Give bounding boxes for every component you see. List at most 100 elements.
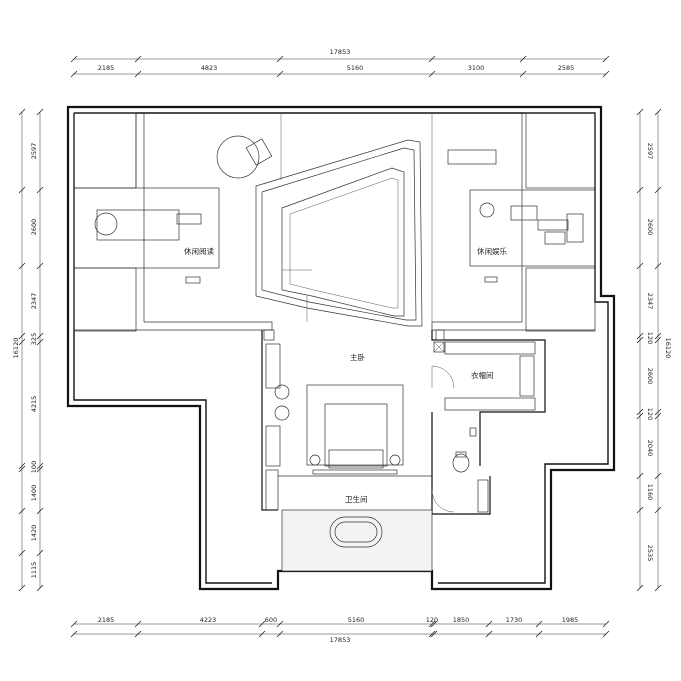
right-dim-1: 2597 [646,143,654,160]
right-dim-7: 2040 [646,440,654,457]
dim-tick [654,408,662,416]
dim-tick [636,108,644,116]
entertainment-platform [469,189,596,267]
stool [479,202,495,218]
top-dimensions: 17853 2185 4823 5160 3100 2585 [70,48,610,78]
bed-end [328,449,384,469]
room-label-bathroom: 卫生间 [345,494,368,504]
bottom-dim-8: 1985 [562,616,579,624]
dim-tick [535,630,543,638]
right-dim-9: 2535 [646,545,654,562]
upper-hall [74,113,595,331]
dim-tick [654,472,662,480]
round-table [216,135,260,179]
dim-tick [654,506,662,514]
dim-tick [636,336,644,344]
doors [263,329,455,513]
central-feature [255,139,423,327]
dim-tick [36,332,44,340]
outer-wall [66,105,616,591]
dim-tick [636,472,644,480]
left-dim-9: 1115 [30,562,38,579]
dim-tick [18,465,26,473]
closet-rail-top [444,341,536,355]
inner-wall-left [73,113,272,584]
dim-tick [36,262,44,270]
bottom-total-dim: 17853 [330,636,351,644]
bed [324,403,388,467]
dim-tick [636,412,644,420]
column-block-left [263,329,275,341]
lamp-left-2 [274,405,290,421]
top-dim-2: 4823 [201,64,218,72]
left-dim-4: 325 [30,333,38,345]
dim-tick [654,108,662,116]
dim-tick [36,186,44,194]
top-dim-1: 2185 [98,64,115,72]
dim-tick [18,462,26,470]
dim-tick [18,186,26,194]
nightstand-right [389,454,401,466]
dim-tick [276,70,284,78]
bottom-dim-4: 5160 [348,616,365,624]
dim-tick [18,507,26,515]
dim-tick [654,186,662,194]
dim-tick [636,262,644,270]
dim-tick [18,108,26,116]
left-dim-2: 2600 [30,219,38,236]
bottom-dimensions: 2185 4223 600 5160 120 1850 1730 1985 17… [70,616,610,644]
wall-cabinet [447,149,497,165]
toilet [452,453,470,473]
dim-tick [70,620,78,628]
dim-tick [428,630,436,638]
dim-tick [602,620,610,628]
left-dim-3: 2347 [30,293,38,310]
right-dim-6: 120 [646,408,654,420]
floor-vent [185,276,201,284]
dim-tick [654,336,662,344]
dim-tick [18,332,26,340]
closet: 衣帽间 [431,330,546,466]
top-dim-4: 3100 [468,64,485,72]
reading-platform [73,187,220,269]
left-dim-8: 1420 [30,525,38,542]
left-dim-7: 1400 [30,485,38,502]
dim-tick [36,584,44,592]
lamp-left-1 [274,384,290,400]
dim-tick [18,584,26,592]
dim-tick [18,262,26,270]
wardrobe-left [265,343,281,389]
right-dim-5: 2600 [646,368,654,385]
room-label-reading: 休闲阅读 [184,246,214,256]
bottom-dim-5: 120 [426,616,438,624]
side-table [176,213,202,225]
chair [544,231,566,245]
dim-tick [134,55,142,63]
corner-blocks [73,112,596,332]
left-dim-5: 4215 [30,396,38,413]
dim-tick [36,108,44,116]
toilet-tank [455,451,467,458]
bathtub [329,516,383,548]
shower-bench [477,479,489,513]
daybed [96,209,180,241]
bathroom: 卫生间 [265,412,491,572]
left-total-dim: 16120 [12,338,20,359]
top-dim-3: 5160 [347,64,364,72]
dim-tick [519,70,527,78]
dim-tick [18,338,26,346]
dim-tick [36,549,44,557]
dim-tick [430,630,438,638]
floor-vent-right [484,276,498,283]
dim-tick [485,630,493,638]
dim-tick [654,262,662,270]
bed-bench [312,469,398,475]
bottom-dim-3: 600 [265,616,277,624]
dim-tick [602,55,610,63]
dim-tick [535,620,543,628]
bed-headboard-area [306,384,404,466]
dim-tick [70,55,78,63]
dim-tick [134,620,142,628]
top-dim-5: 2585 [558,64,575,72]
